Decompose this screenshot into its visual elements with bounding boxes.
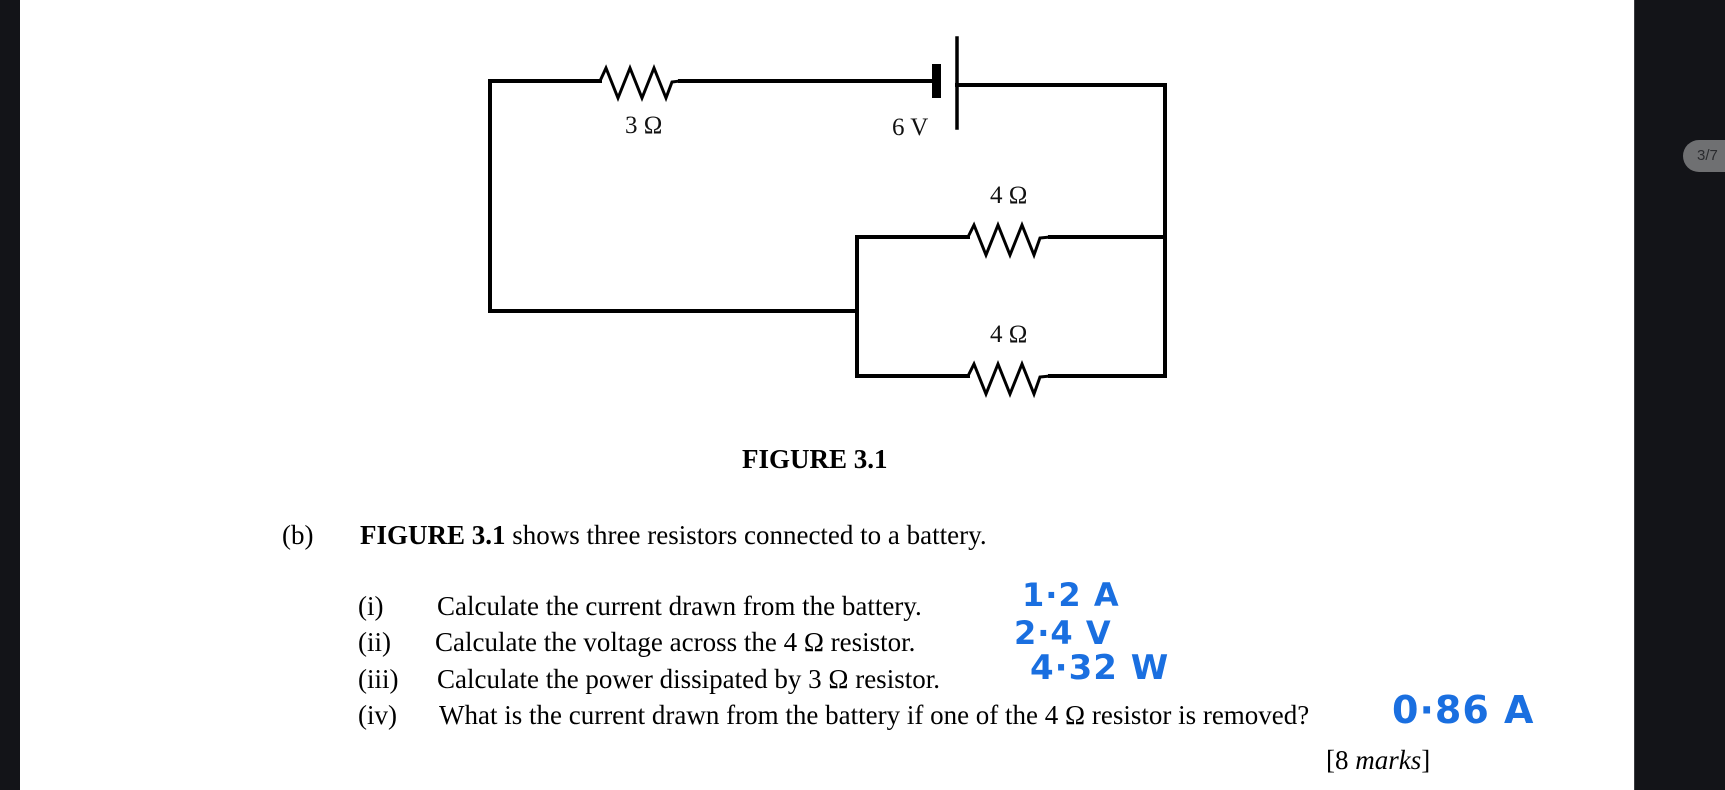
resistor-3-ohm-label: 3 Ω [625, 112, 663, 139]
question-item-text: Calculate the voltage across the 4 Ω res… [435, 627, 916, 657]
resistor-4-ohm-bottom [965, 359, 1052, 399]
resistor-4-ohm-top-label: 4 Ω [990, 182, 1028, 209]
battery-label: 6 V [892, 114, 929, 141]
resistor-4-ohm-top [965, 220, 1052, 260]
handwritten-answer: 0·86 A [1392, 688, 1535, 732]
question-item-number: (iii) [358, 664, 399, 694]
question-item-number: (i) [358, 591, 384, 621]
question-item-text: Calculate the current drawn from the bat… [437, 591, 922, 621]
question-item-text: What is the current drawn from the batte… [439, 700, 1310, 730]
question-intro-figure-ref: FIGURE 3.1 [360, 520, 506, 550]
handwritten-answer: 4·32 W [1030, 648, 1170, 688]
viewer-left-margin [0, 0, 20, 790]
figure-caption: FIGURE 3.1 [742, 444, 888, 474]
question-item-text: Calculate the power dissipated by 3 Ω re… [437, 664, 940, 694]
wire-left [488, 79, 859, 313]
resistor-3-ohm [598, 63, 682, 103]
marks-allocation: [8 marks] [1326, 745, 1430, 776]
page-indicator[interactable]: 3/7 [1683, 140, 1725, 172]
battery-negative-plate [932, 64, 941, 98]
marks-open: [8 [1326, 745, 1356, 775]
viewer-right-panel [1634, 0, 1725, 790]
marks-close: ] [1421, 745, 1431, 775]
marks-word: marks [1355, 745, 1422, 775]
question-intro-text: shows three resistors connected to a bat… [505, 520, 987, 550]
question-intro: FIGURE 3.1 shows three resistors connect… [360, 520, 987, 551]
question-part-label: (b) [282, 520, 314, 550]
document-page [20, 0, 1634, 790]
question-item-number: (ii) [358, 627, 391, 657]
resistor-4-ohm-bottom-label: 4 Ω [990, 321, 1028, 348]
question-item-number: (iv) [358, 700, 397, 730]
handwritten-answer: 1·2 A [1022, 576, 1120, 614]
handwritten-answer: 2·4 V [1014, 614, 1112, 652]
